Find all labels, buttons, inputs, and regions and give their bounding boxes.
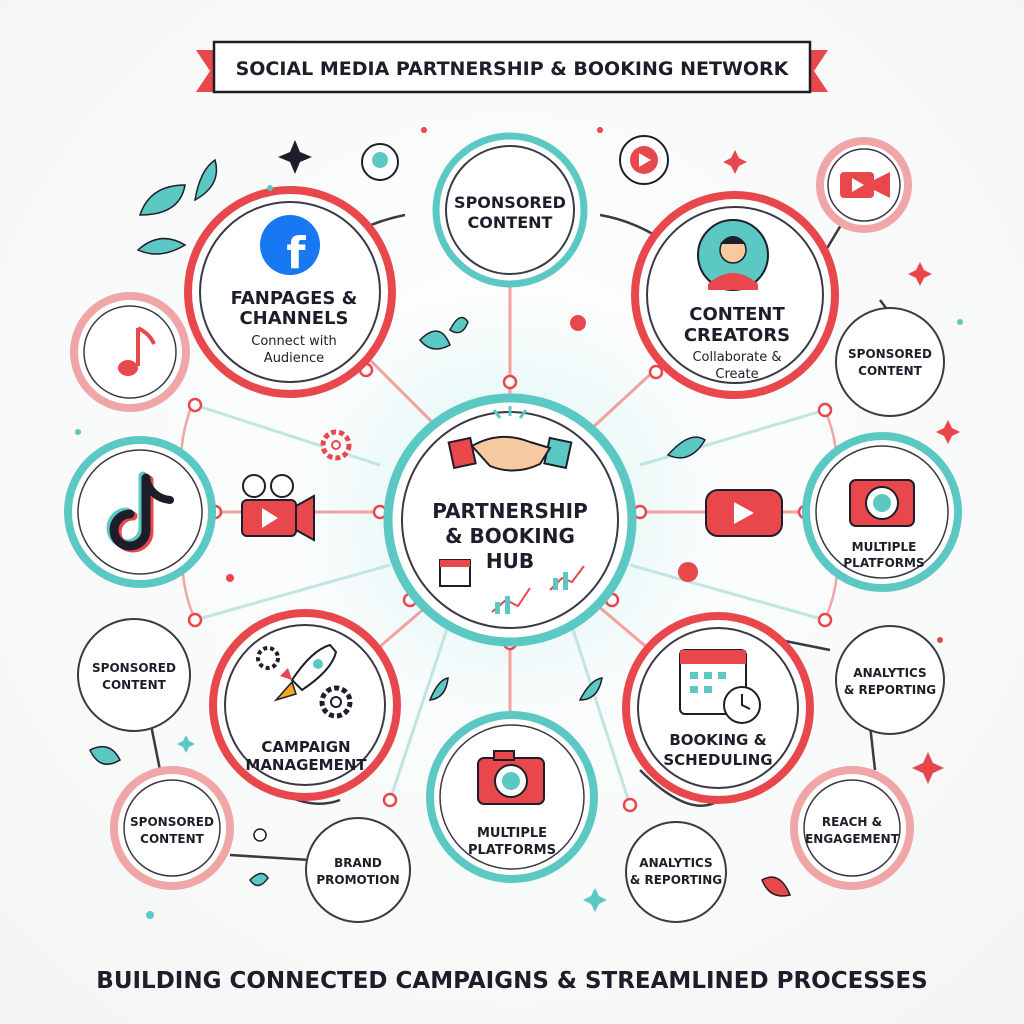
node-label: CONTENT: [102, 678, 166, 692]
gear-icon: [256, 646, 280, 670]
node-label: PROMOTION: [316, 873, 399, 887]
analytics-reporting-right-node[interactable]: ANALYTICS & REPORTING: [835, 625, 945, 735]
node-label: ENGAGEMENT: [805, 832, 900, 846]
music-node[interactable]: [70, 292, 190, 412]
node-title: FANPAGES &: [231, 288, 358, 309]
hub-title-line2: & BOOKING: [445, 524, 575, 548]
sponsored-content-top-node[interactable]: SPONSORED CONTENT: [432, 132, 588, 288]
leaf-icon: [249, 872, 269, 887]
sponsored-content-bottom-left-node[interactable]: SPONSORED CONTENT: [110, 766, 234, 890]
sponsored-content-left-node[interactable]: SPONSORED CONTENT: [77, 618, 191, 732]
leaf-icon: [136, 158, 218, 255]
leaf-icon: [89, 745, 121, 765]
video-camera-left-icon: [241, 474, 315, 542]
node-label: MULTIPLE: [477, 826, 547, 841]
multiple-platforms-bottom-node[interactable]: MULTIPLE PLATFORMS: [426, 711, 598, 883]
tiktok-icon: [106, 471, 174, 553]
node-subtitle: Collaborate &: [692, 350, 781, 365]
reach-engagement-node[interactable]: REACH & ENGAGEMENT: [790, 766, 914, 890]
node-subtitle: Create: [715, 367, 758, 382]
video-camera-top-right-node[interactable]: [816, 137, 912, 233]
node-label: CAMPAIGN: [261, 738, 350, 756]
node-label: MANAGEMENT: [245, 756, 367, 774]
node-label: SPONSORED: [848, 347, 932, 361]
hub-title-line3: HUB: [486, 549, 534, 573]
rocket-icon: [273, 643, 338, 702]
content-creators-node[interactable]: CONTENT CREATORS Collaborate & Create: [631, 191, 839, 399]
leaf-icon: [428, 677, 449, 701]
booking-scheduling-node[interactable]: BOOKING & SCHEDULING: [622, 612, 814, 804]
brand-promotion-node[interactable]: BRAND PROMOTION: [305, 817, 411, 923]
node-label: MULTIPLE: [852, 540, 917, 554]
node-label: BOOKING &: [669, 731, 766, 749]
tiktok-node[interactable]: [64, 436, 216, 588]
hub-chart-icon: [491, 565, 585, 614]
camera-icon: [849, 479, 915, 527]
sparkle-icon: [177, 140, 960, 912]
leaf-icon: [449, 316, 469, 334]
sponsored-content-right-node[interactable]: SPONSORED CONTENT: [835, 307, 945, 417]
node-title: CHANNELS: [239, 308, 348, 329]
title-banner: SOCIAL MEDIA PARTNERSHIP & BOOKING NETWO…: [196, 40, 828, 94]
youtube-icon: [705, 489, 783, 537]
node-label: SPONSORED: [454, 193, 566, 212]
node-label: REACH &: [822, 815, 882, 829]
handshake-icon: [447, 406, 573, 472]
leaf-icon: [761, 876, 792, 897]
calendar-icon: [679, 649, 761, 724]
node-label: PLATFORMS: [843, 556, 924, 570]
video-bubble-icon: [619, 135, 669, 185]
music-note-icon: [118, 326, 156, 376]
dot-decoration: [75, 185, 963, 919]
hub-title-line1: PARTNERSHIP: [432, 499, 588, 523]
fanpages-channels-node[interactable]: f FANPAGES & CHANNELS Connect with Audie…: [184, 186, 396, 398]
chat-bubble-icon: [361, 143, 399, 181]
svg-text:f: f: [286, 228, 306, 279]
multiple-platforms-right-node[interactable]: MULTIPLE PLATFORMS: [802, 432, 962, 592]
node-subtitle: Audience: [264, 351, 324, 366]
leaf-icon: [578, 677, 603, 701]
avatar-icon: [697, 219, 769, 291]
leaf-icon: [418, 330, 451, 350]
facebook-icon: f: [260, 215, 320, 279]
node-label: PLATFORMS: [468, 843, 556, 858]
dot-decoration: [253, 828, 267, 842]
node-subtitle: Connect with: [251, 334, 336, 349]
node-label: & REPORTING: [844, 683, 936, 697]
node-title: CREATORS: [684, 325, 790, 346]
node-label: SCHEDULING: [663, 751, 772, 769]
leaf-icon: [666, 436, 707, 459]
node-label: CONTENT: [468, 213, 553, 232]
hub-calendar-icon: [439, 559, 471, 587]
node-label: ANALYTICS: [639, 856, 712, 870]
campaign-management-node[interactable]: CAMPAIGN MANAGEMENT: [209, 609, 401, 801]
node-label: & REPORTING: [630, 873, 722, 887]
analytics-reporting-bottom-node[interactable]: ANALYTICS & REPORTING: [625, 821, 727, 923]
node-title: CONTENT: [689, 304, 785, 325]
node-label: SPONSORED: [92, 661, 176, 675]
page-title: SOCIAL MEDIA PARTNERSHIP & BOOKING NETWO…: [236, 58, 790, 80]
camera-icon: [477, 750, 545, 805]
decorations: [75, 127, 963, 919]
node-label: BRAND: [334, 856, 382, 870]
node-label: ANALYTICS: [853, 666, 926, 680]
node-label: CONTENT: [858, 364, 922, 378]
gear-icon: [319, 685, 353, 719]
gear-icon: [320, 429, 352, 461]
dot-decoration: [226, 127, 943, 643]
node-label: CONTENT: [140, 832, 204, 846]
node-label: SPONSORED: [130, 815, 214, 829]
footer-tagline: BUILDING CONNECTED CAMPAIGNS & STREAMLIN…: [96, 968, 927, 994]
video-camera-icon: [840, 172, 890, 198]
hub-node[interactable]: PARTNERSHIP & BOOKING HUB: [383, 393, 637, 647]
